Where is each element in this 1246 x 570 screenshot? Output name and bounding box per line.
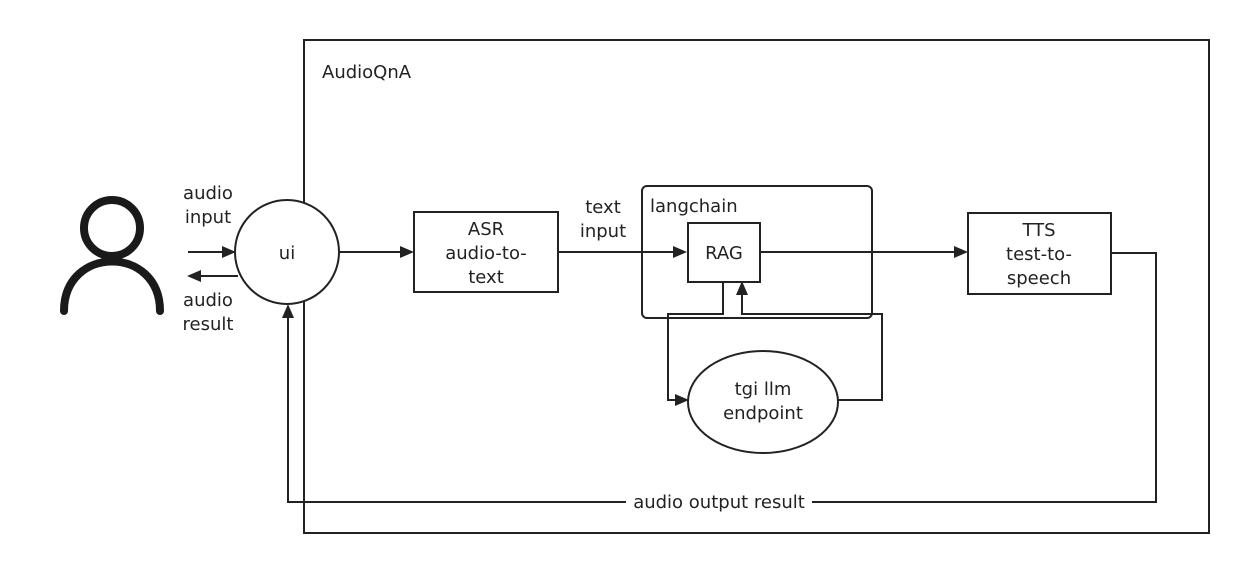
edge-label-audio-result-2: result	[183, 314, 234, 335]
node-tgi-llm-endpoint: tgi llm endpoint	[687, 350, 839, 454]
node-asr-line2: audio-to-	[445, 243, 527, 264]
arrowhead-left-icon	[187, 270, 201, 282]
person-icon	[60, 196, 164, 315]
edge-label-background	[626, 490, 812, 514]
node-tgi-line2: endpoint	[723, 403, 803, 424]
edge-audio-output-result	[282, 252, 1157, 503]
node-asr-line1: ASR	[468, 219, 504, 240]
edge-label-text-input-1: text	[585, 197, 621, 218]
node-tts: TTS test-to- speech	[967, 212, 1112, 295]
node-tgi-line1: tgi llm	[735, 379, 792, 400]
arrowhead-up-icon	[736, 281, 748, 295]
edge-rag-to-tgi	[667, 283, 724, 406]
arrowhead-right-icon	[222, 246, 236, 258]
langchain-label: langchain	[650, 196, 738, 217]
node-tts-line2: test-to-	[1006, 244, 1072, 265]
edge-audio-result	[187, 270, 238, 282]
edge-label-audio-output-result: audio output result	[633, 492, 805, 513]
node-ui-label: ui	[279, 243, 295, 264]
edge-asr-to-rag	[558, 246, 687, 258]
node-tts-line3: speech	[1007, 268, 1071, 289]
node-asr: ASR audio-to- text	[413, 211, 559, 293]
edge-label-audio-input-1: audio	[183, 183, 233, 204]
edge-label-audio-input-2: input	[185, 207, 231, 228]
node-rag-label: RAG	[705, 243, 743, 264]
edge-audio-input	[188, 246, 236, 258]
arrowhead-right-icon	[673, 246, 687, 258]
edge-ui-to-asr	[340, 246, 414, 258]
node-rag: RAG	[687, 222, 761, 283]
edge-rag-to-tts	[760, 246, 968, 258]
edge-label-audio-result-1: audio	[183, 290, 233, 311]
node-asr-line3: text	[468, 267, 504, 288]
edge-label-text-input-2: input	[580, 221, 626, 242]
container-title: AudioQnA	[322, 62, 412, 83]
edge-tgi-to-rag	[736, 281, 883, 401]
arrowhead-right-icon	[675, 394, 689, 406]
arrowhead-right-icon	[954, 246, 968, 258]
node-tts-line1: TTS	[1021, 220, 1055, 241]
arrowhead-up-icon	[282, 304, 294, 318]
arrowhead-right-icon	[400, 246, 414, 258]
node-ui: ui	[234, 199, 340, 305]
